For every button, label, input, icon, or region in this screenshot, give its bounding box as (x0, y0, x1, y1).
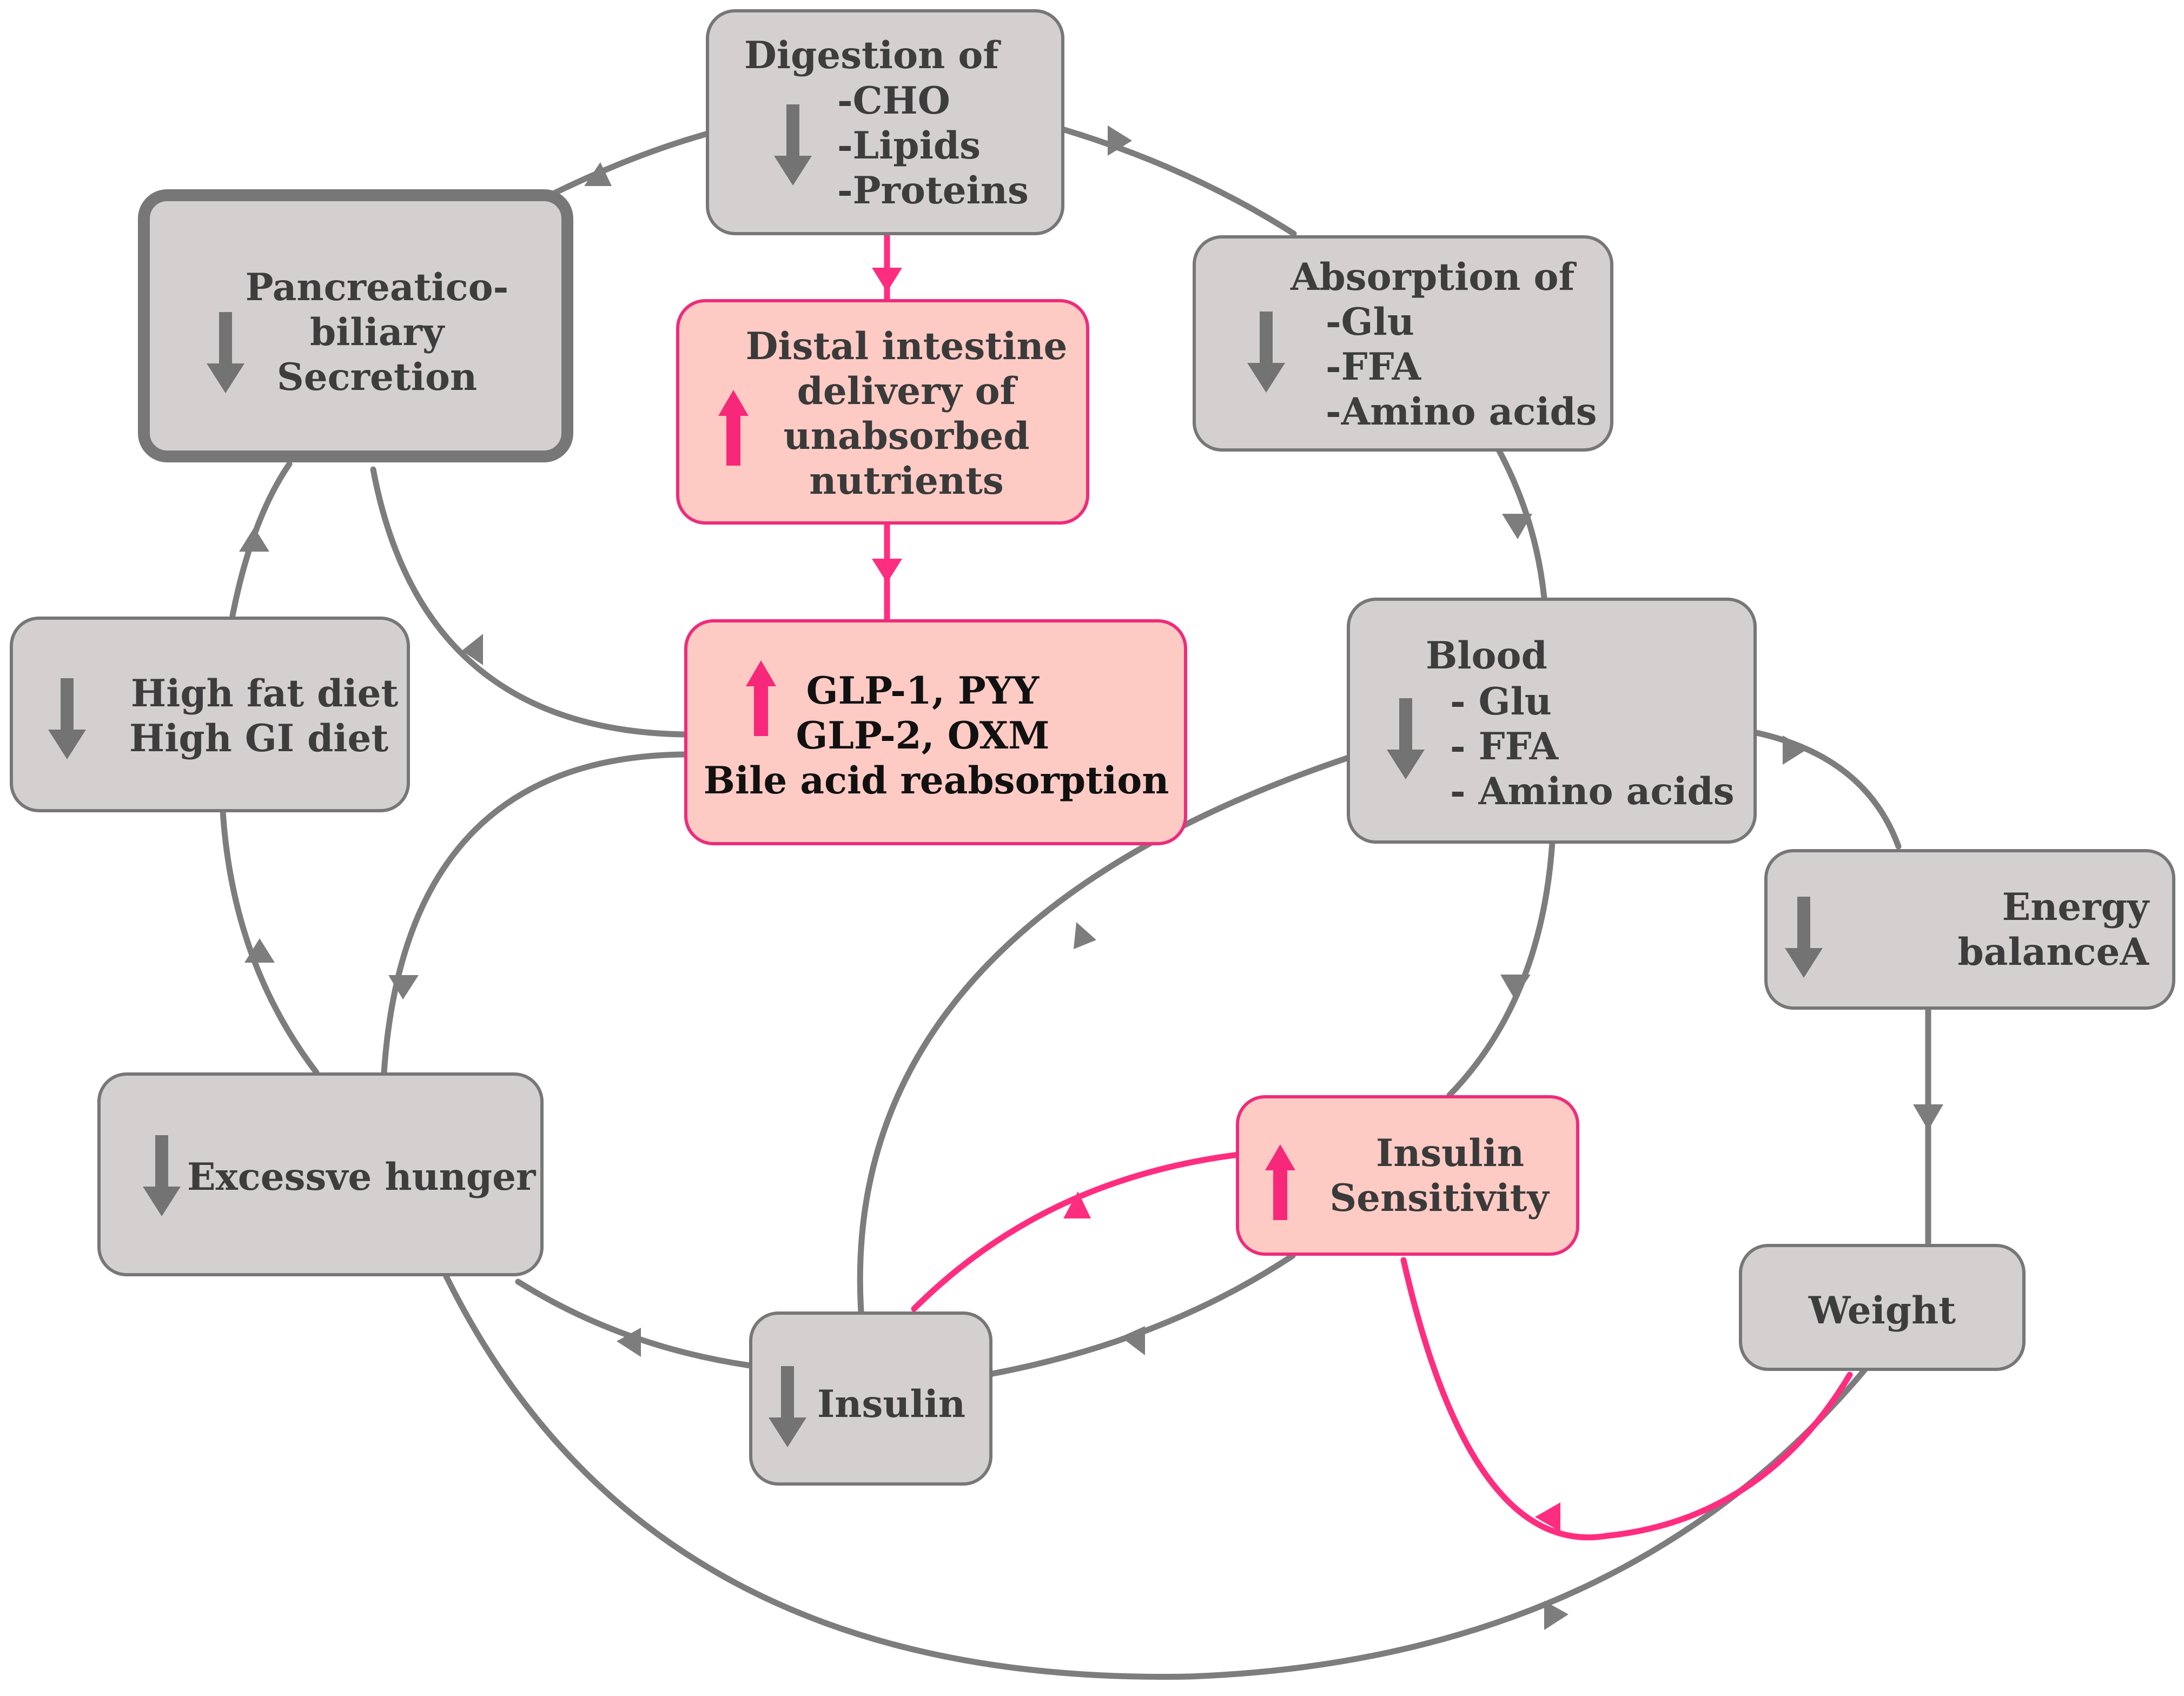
arrowhead (244, 938, 275, 963)
distal-line: nutrients (809, 459, 1004, 503)
weight-node: Weight (1739, 1244, 2026, 1371)
down-arrow-icon (143, 1135, 181, 1216)
connector-insulin-to-insulin-sensitivity (911, 1151, 1242, 1312)
hormones-line: Bile acid reabsorption (703, 759, 1169, 803)
arrowhead (617, 1328, 641, 1357)
energy-line: Energy (2002, 885, 2149, 929)
blood-item: - Glu (1450, 680, 1552, 724)
hormones-line: GLP-1, PYY (806, 669, 1040, 713)
diet-line: High GI diet (129, 717, 389, 760)
down-arrow-icon (207, 312, 244, 393)
digestion-title: Digestion of (744, 34, 1000, 77)
arrowhead (1063, 1191, 1091, 1218)
connector-absorption-to-blood (1495, 446, 1547, 601)
hunger-node: Excessve hunger (97, 1072, 544, 1276)
connector-diet-to-pancreatic (229, 461, 293, 619)
arrowhead (872, 559, 902, 583)
connector-insulin-sensitivity-to-weight (1400, 1257, 1853, 1541)
blood-node: Blood - Glu - FFA - Amino acids (1347, 598, 1757, 844)
distal-intestine-node: Distal intestine delivery of unabsorbed … (676, 299, 1089, 525)
arrowhead (584, 162, 612, 186)
weight-label: Weight (1808, 1289, 1956, 1333)
diet-node: High fat diet High GI diet (10, 617, 410, 812)
insulin-sensitivity-line: Sensitivity (1329, 1176, 1549, 1220)
digestion-item: -Proteins (837, 169, 1029, 213)
arrowhead (1544, 1601, 1568, 1630)
connector-blood-to-insulin (857, 755, 1350, 1315)
arrowhead (1502, 514, 1532, 539)
connector-hunger-to-diet (220, 808, 320, 1076)
distal-line: delivery of (797, 369, 1016, 413)
digestion-item: -Lipids (837, 124, 981, 168)
arrowhead (239, 527, 269, 552)
pancreatic-line: biliary (309, 310, 445, 354)
blood-item: - FFA (1450, 725, 1559, 769)
energy-line: balanceA (1957, 930, 2149, 974)
arrowhead (1074, 922, 1096, 949)
down-arrow-icon (774, 104, 812, 186)
insulin-sensitivity-node: Insulin Sensitivity (1236, 1095, 1579, 1256)
absorption-title: Absorption of (1290, 255, 1575, 299)
arrowhead (1535, 1502, 1560, 1532)
arrowhead (388, 975, 419, 999)
down-arrow-icon (769, 1366, 806, 1447)
digestion-node: Digestion of -CHO -Lipids -Proteins (706, 9, 1064, 235)
energy-balance-node: Energy balanceA (1764, 849, 2175, 1010)
arrowhead (462, 634, 483, 665)
down-arrow-icon (48, 678, 86, 759)
hormones-node: GLP-1, PYY GLP-2, OXM Bile acid reabsorp… (684, 619, 1187, 845)
arrowhead (1108, 125, 1132, 156)
insulin-node: Insulin (749, 1311, 992, 1486)
up-arrow-icon (718, 390, 749, 466)
absorption-node: Absorption of -Glu -FFA -Amino acids (1193, 235, 1613, 452)
blood-item: - Amino acids (1450, 770, 1735, 813)
hormones-line: GLP-2, OXM (796, 714, 1050, 758)
digestion-item: -CHO (837, 79, 950, 123)
pancreatic-line: Pancreatico- (245, 266, 509, 309)
down-arrow-icon (1247, 312, 1285, 393)
insulin-sensitivity-line: Insulin (1375, 1131, 1525, 1175)
arrowhead (1783, 736, 1808, 765)
diet-line: High fat diet (131, 672, 399, 716)
connector-insulin-sensitivity-to-insulin (989, 1253, 1296, 1377)
blood-title: Blood (1426, 634, 1547, 678)
arrowhead (1121, 1326, 1145, 1355)
absorption-item: -FFA (1326, 345, 1421, 389)
insulin-label: Insulin (817, 1382, 966, 1426)
connector-blood-to-insulin-sensitivity (1446, 839, 1556, 1098)
absorption-item: -Amino acids (1326, 390, 1597, 434)
connector-insulin-to-hunger (515, 1278, 753, 1369)
connector-hormones-to-pancreatic (370, 466, 687, 738)
connector-digestion-to-absorption (1061, 127, 1297, 237)
connector-hunger-to-weight (443, 1273, 1869, 1680)
down-arrow-icon (1785, 897, 1823, 978)
down-arrow-icon (1387, 698, 1425, 779)
arrowhead (1913, 1104, 1943, 1130)
distal-line: Distal intestine (745, 324, 1068, 368)
connector-hormones-to-hunger (381, 751, 687, 1076)
arrowhead (872, 268, 902, 292)
pancreatic-line: Secretion (276, 355, 478, 399)
arrowhead (1500, 975, 1531, 999)
connector-blood-to-energy (1753, 730, 1902, 850)
up-arrow-icon (1265, 1144, 1295, 1220)
distal-line: unabsorbed (783, 414, 1030, 458)
pancreatic-secretion-node: Pancreatico- biliary Secretion (138, 189, 573, 462)
up-arrow-icon (746, 660, 776, 736)
hunger-label: Excessve hunger (187, 1155, 536, 1199)
absorption-item: -Glu (1326, 300, 1414, 344)
